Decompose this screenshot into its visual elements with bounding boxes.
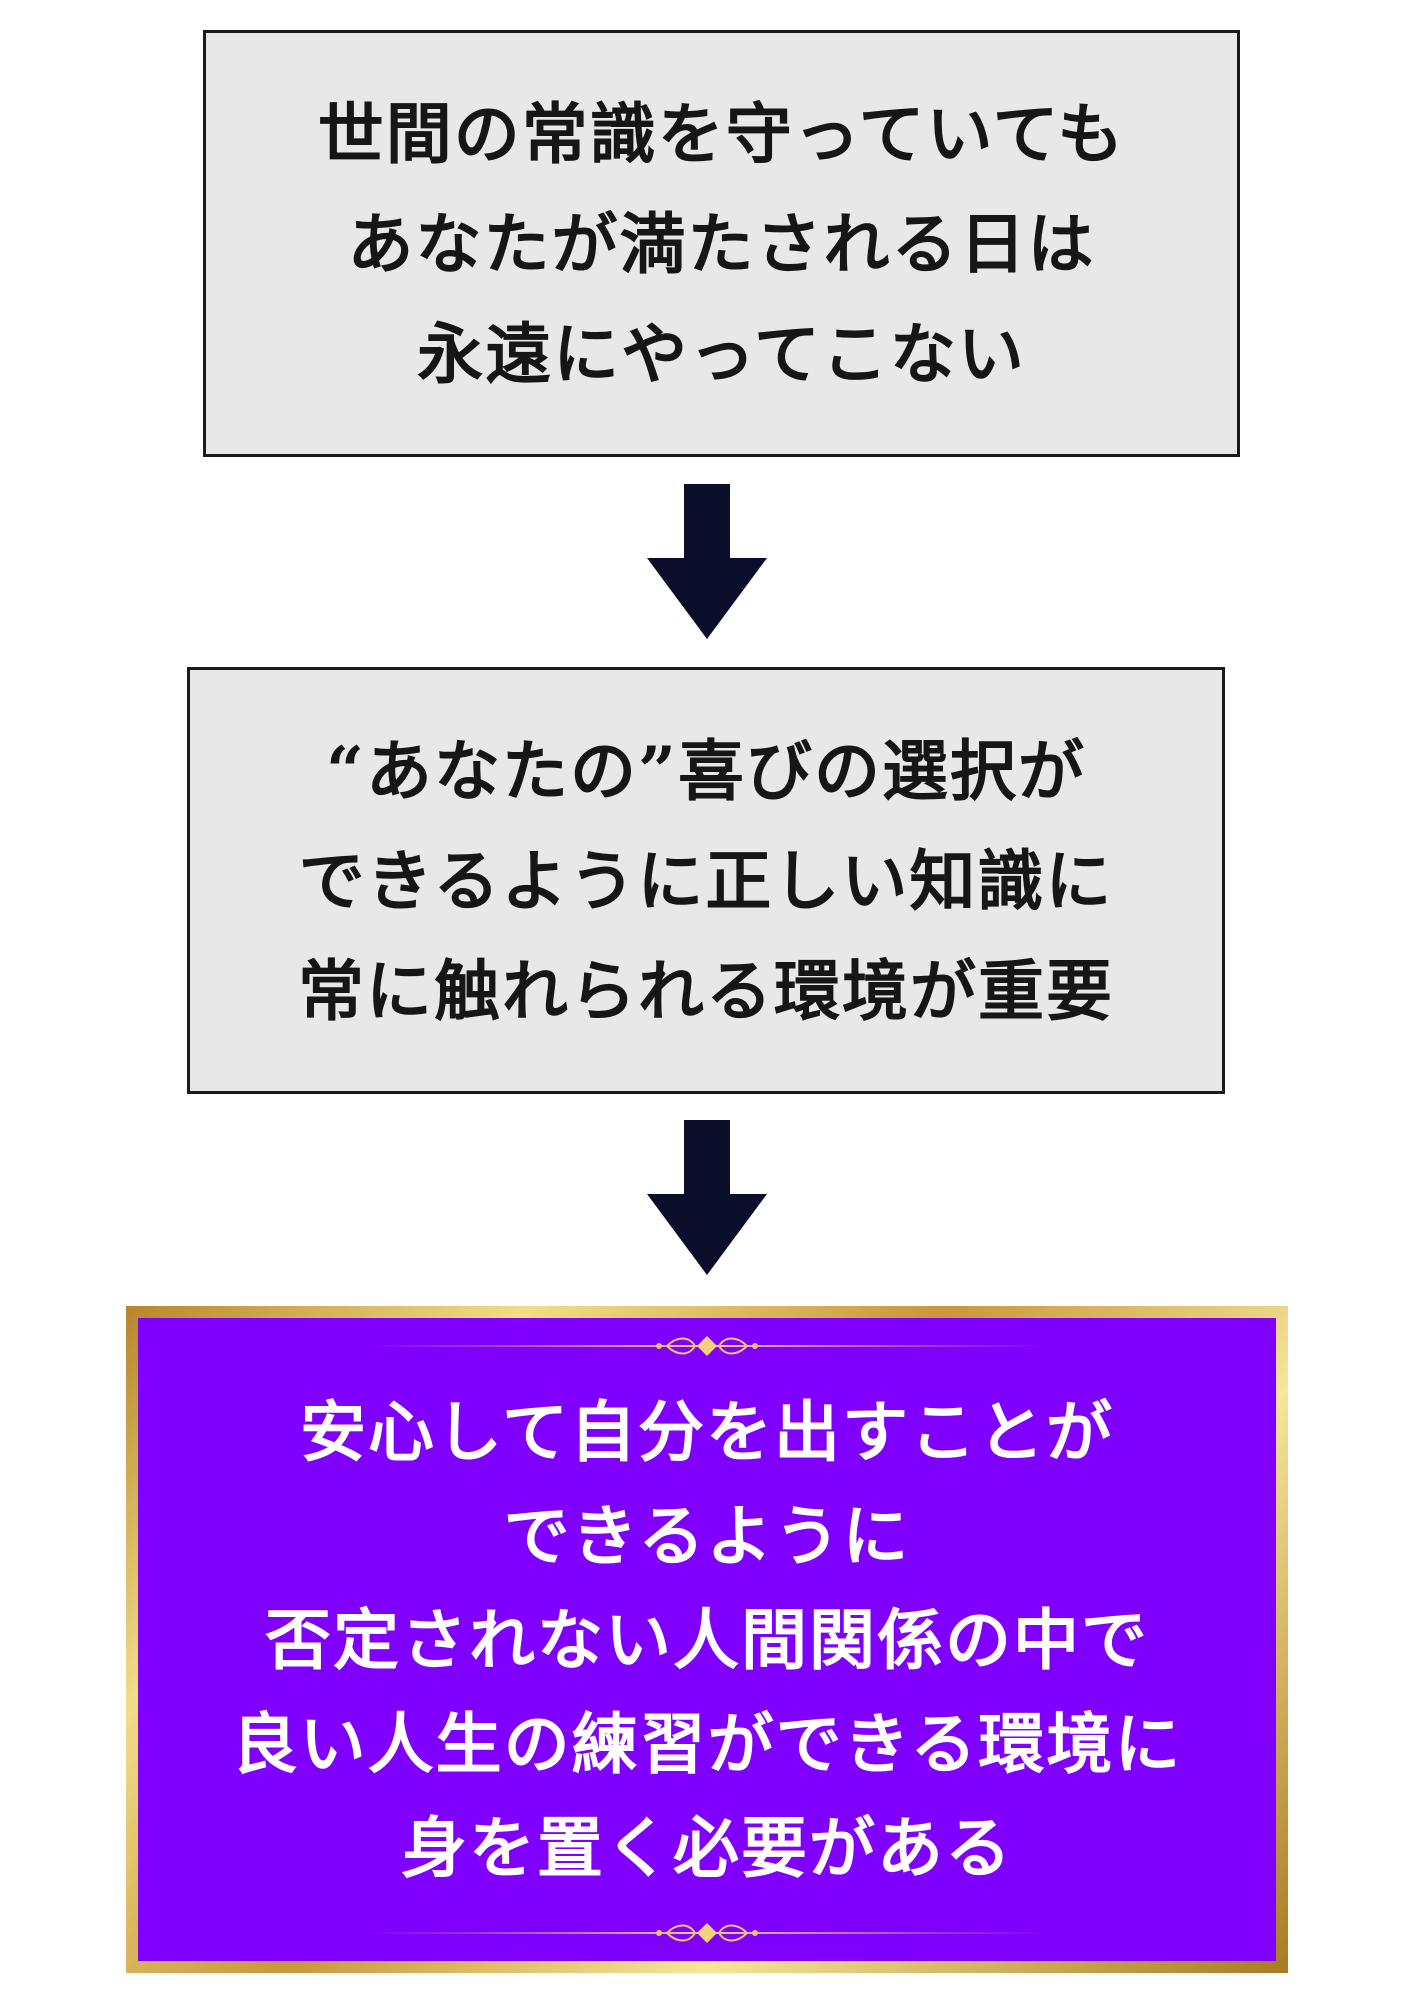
conclusion-line-4: 良い人生の練習ができる環境に — [231, 1704, 1183, 1783]
down-arrow-icon — [647, 1120, 767, 1275]
conclusion-line-5: 身を置く必要がある — [401, 1808, 1013, 1887]
step-1-line-3: 永遠にやってこない — [417, 314, 1026, 393]
step-2-line-1: “あなたの”喜びの選択が — [326, 731, 1086, 810]
flourish-ornament-icon — [367, 1923, 1047, 1943]
step-1-line-1: 世間の常識を守っていても — [317, 94, 1126, 173]
step-box-1: 世間の常識を守っていても あなたが満たされる日は 永遠にやってこない — [203, 30, 1240, 457]
step-2-line-2: できるように正しい知識に — [298, 841, 1114, 920]
step-2-line-3: 常に触れられる環境が重要 — [298, 951, 1114, 1030]
down-arrow-icon — [647, 484, 767, 639]
conclusion-frame: 安心して自分を出すことが できるように 否定されない人間関係の中で 良い人生の練… — [126, 1306, 1288, 1973]
conclusion-line-1: 安心して自分を出すことが — [299, 1392, 1115, 1471]
step-box-2: “あなたの”喜びの選択が できるように正しい知識に 常に触れられる環境が重要 — [187, 667, 1225, 1094]
conclusion-panel: 安心して自分を出すことが できるように 否定されない人間関係の中で 良い人生の練… — [138, 1318, 1276, 1961]
conclusion-line-3: 否定されない人間関係の中で — [265, 1600, 1149, 1679]
flourish-ornament-icon — [367, 1336, 1047, 1356]
conclusion-line-2: できるように — [503, 1496, 911, 1575]
step-1-line-2: あなたが満たされる日は — [347, 204, 1096, 283]
